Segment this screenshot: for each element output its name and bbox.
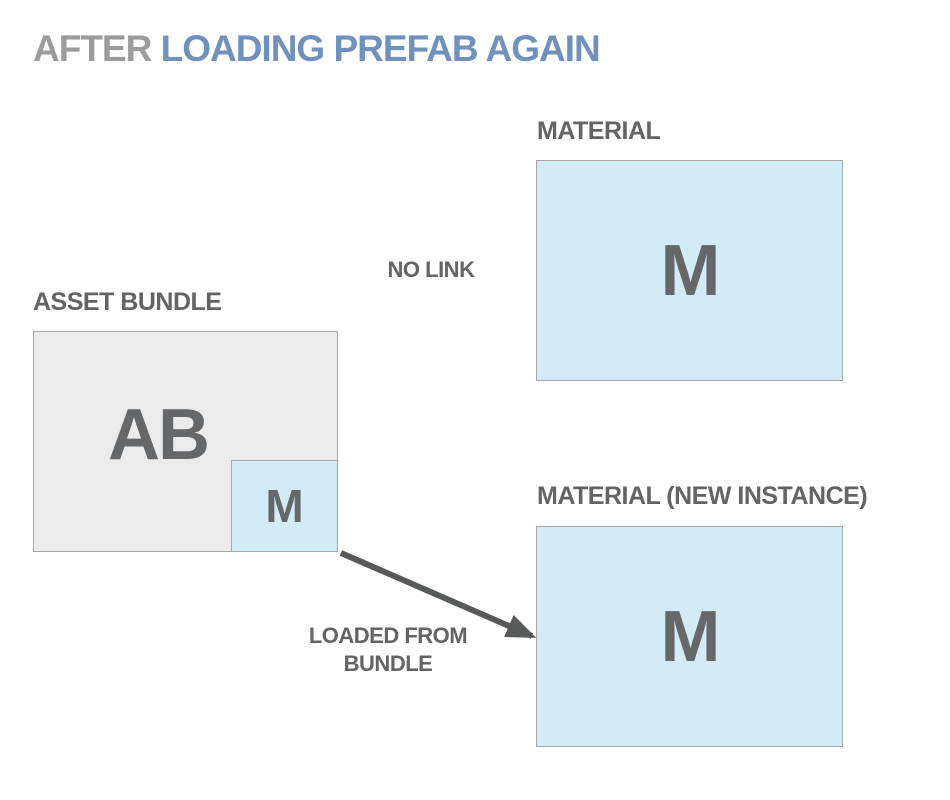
- embedded-material-box: M: [231, 460, 338, 552]
- material-letter: M: [660, 230, 721, 311]
- material-box: M: [536, 160, 843, 381]
- page-title-space: [151, 28, 160, 69]
- material-new-instance-label: MATERIAL (NEW INSTANCE): [537, 482, 868, 510]
- page-title-muted: AFTER: [33, 28, 152, 69]
- material-label: MATERIAL: [537, 117, 661, 145]
- page-title-accent: LOADING PREFAB AGAIN: [160, 28, 601, 69]
- material-new-instance-box: M: [536, 526, 843, 747]
- asset-bundle-box: AB M: [33, 331, 338, 552]
- asset-bundle-label: ASSET BUNDLE: [33, 288, 222, 316]
- material-new-instance-letter: M: [660, 596, 721, 677]
- no-link-annotation: NO LINK: [387, 257, 475, 282]
- loaded-from-bundle-annotation: LOADED FROM BUNDLE: [308, 623, 468, 676]
- asset-bundle-letter: AB: [108, 394, 210, 475]
- embedded-material-letter: M: [265, 480, 304, 532]
- page-title: AFTER LOADING PREFAB AGAIN: [33, 28, 601, 70]
